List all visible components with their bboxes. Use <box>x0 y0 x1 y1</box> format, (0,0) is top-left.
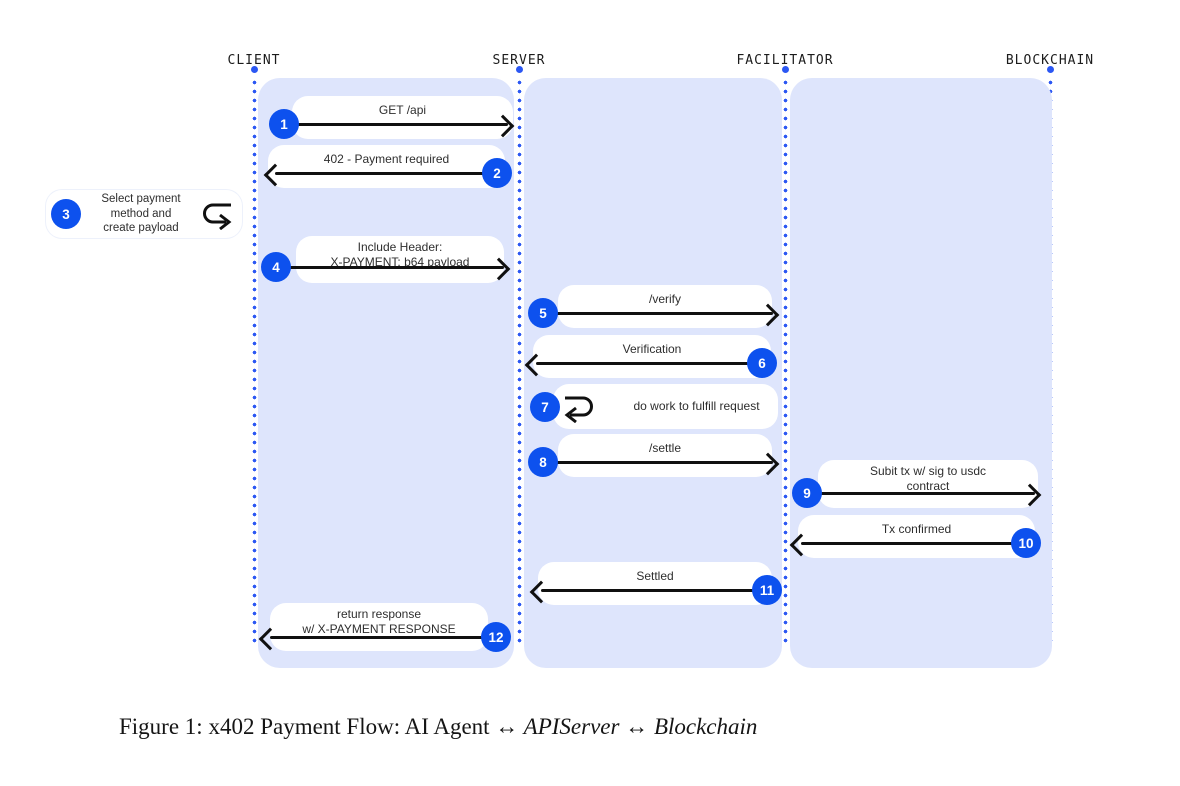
arrow-line-4 <box>276 265 504 269</box>
arrow-line-1 <box>284 122 508 126</box>
message-bubble-verification: Verification <box>533 335 771 378</box>
step-number-1: 1 <box>269 109 299 139</box>
lane-label-client: CLIENT <box>227 53 281 68</box>
arrow-line-5 <box>543 311 773 315</box>
step-number-4: 4 <box>261 252 291 282</box>
left-right-arrow-symbol: ↔ <box>495 714 519 739</box>
lifeline-server <box>516 78 522 646</box>
step-number-10: 10 <box>1011 528 1041 558</box>
arrow-line-9 <box>807 491 1035 495</box>
lifeline-client <box>251 78 257 646</box>
caption-blockchain: Blockchain <box>648 714 758 739</box>
message-bubble-return-response: return response w/ X-PAYMENT RESPONSE <box>270 603 488 651</box>
message-bubble-submit-tx: Subit tx w/ sig to usdc contract <box>818 460 1038 508</box>
lifeline-cap-server <box>515 66 523 73</box>
lifeline-facilitator <box>782 78 788 646</box>
message-bubble-settle: /settle <box>558 434 772 477</box>
arrow-line-2 <box>275 171 497 175</box>
self-loop-arrow-icon <box>203 203 232 230</box>
panel-facilitator-blockchain <box>790 78 1052 668</box>
arrow-line-8 <box>543 460 773 464</box>
lane-label-facilitator: FACILITATOR <box>736 53 834 68</box>
message-bubble-verify: /verify <box>558 285 772 328</box>
arrow-line-10 <box>801 541 1026 545</box>
step-number-9: 9 <box>792 478 822 508</box>
arrow-line-12 <box>270 635 496 639</box>
lane-label-blockchain: BLOCKCHAIN <box>1005 53 1095 68</box>
lifeline-cap-client <box>250 66 258 73</box>
caption-api-server: APIServer <box>518 714 626 739</box>
lifeline-cap-facilitator <box>781 66 789 73</box>
arrow-line-6 <box>536 361 762 365</box>
message-bubble-402: 402 - Payment required <box>268 145 505 188</box>
left-right-arrow-symbol: ↔ <box>625 714 649 739</box>
step-number-8: 8 <box>528 447 558 477</box>
caption-prefix: Figure 1: x402 Payment Flow: AI Agent <box>119 714 496 739</box>
lifeline-cap-blockchain <box>1046 66 1054 73</box>
step-number-3: 3 <box>51 199 81 229</box>
self-loop-arrow-icon <box>564 396 593 423</box>
step-number-5: 5 <box>528 298 558 328</box>
step-number-2: 2 <box>482 158 512 188</box>
lane-label-server: SERVER <box>492 53 546 68</box>
step-number-6: 6 <box>747 348 777 378</box>
step-number-12: 12 <box>481 622 511 652</box>
message-bubble-tx-confirmed: Tx confirmed <box>798 515 1035 558</box>
step-number-7: 7 <box>530 392 560 422</box>
message-bubble-settled: Settled <box>538 562 772 605</box>
figure-caption: Figure 1: x402 Payment Flow: AI Agent ↔ … <box>119 714 757 740</box>
step-number-11: 11 <box>752 575 782 605</box>
arrow-line-11 <box>541 588 767 592</box>
message-bubble-get-api: GET /api <box>292 96 513 139</box>
message-bubble-include-header: Include Header: X-PAYMENT: b64 payload <box>296 236 504 283</box>
